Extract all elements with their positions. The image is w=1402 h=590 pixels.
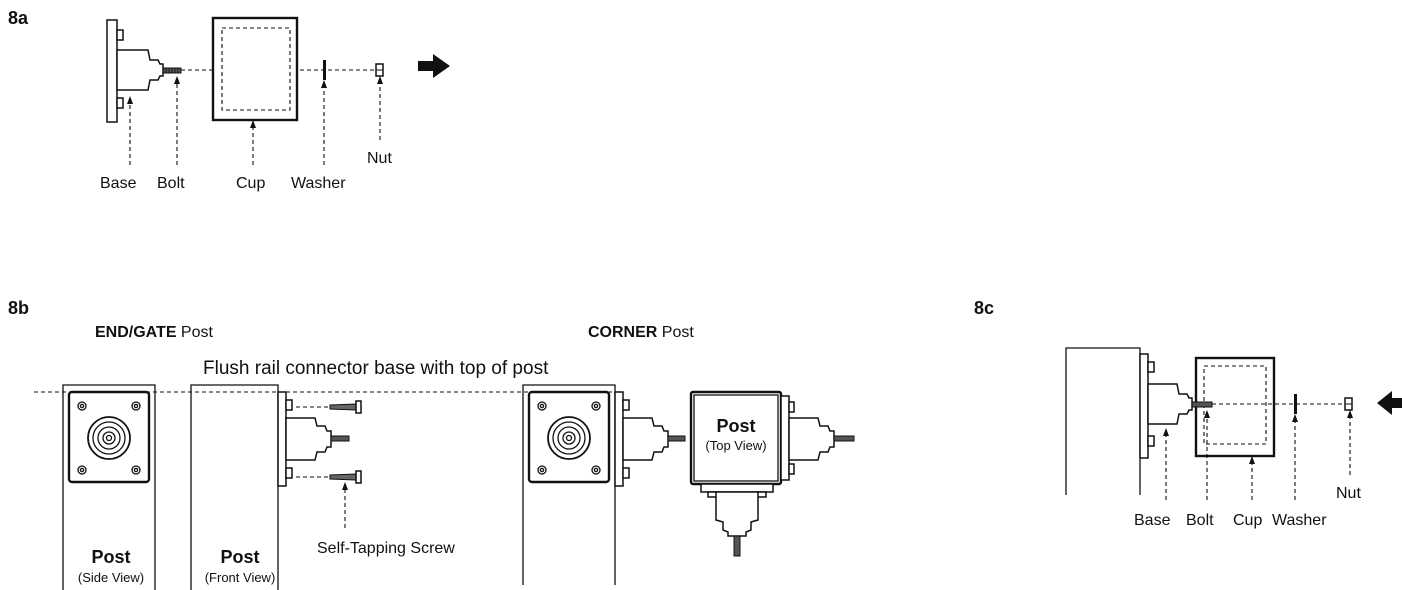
label-cup: Cup: [236, 175, 265, 192]
washer: [323, 60, 326, 80]
post-side-sub: (Side View): [78, 570, 144, 585]
figure-8c: 8c Base Bolt: [974, 298, 1402, 529]
cup: [211, 16, 299, 122]
label-base: Base: [1134, 512, 1171, 529]
label-nut: Nut: [367, 150, 392, 167]
corner-heading: CORNER Post: [588, 324, 694, 341]
bolt: [1191, 401, 1213, 408]
post-top-sub: (Top View): [705, 438, 766, 453]
corner-post-side-view: [522, 384, 686, 585]
nut: [1344, 397, 1353, 411]
label-nut: Nut: [1336, 485, 1361, 502]
screw-label: Self-Tapping Screw: [317, 540, 455, 557]
post-outline: [1065, 347, 1141, 495]
post-side-title: Post: [91, 547, 130, 567]
corner-post-top-view: [689, 390, 855, 557]
arrow-right-icon: [418, 54, 450, 78]
rail-connector-base: [1139, 353, 1193, 459]
nut: [375, 63, 384, 77]
label-base: Base: [100, 175, 137, 192]
figure-8c-tag: 8c: [974, 298, 994, 318]
label-bolt: Bolt: [1186, 512, 1214, 529]
label-bolt: Bolt: [157, 175, 185, 192]
washer: [1294, 394, 1297, 414]
end-gate-heading-rest: Post: [176, 324, 213, 341]
end-gate-heading: END/GATE Post: [95, 324, 214, 341]
post-front-view: [190, 384, 350, 590]
flush-note: Flush rail connector base with top of po…: [203, 358, 549, 379]
post-top-title: Post: [716, 416, 755, 436]
figure-8a: 8a: [8, 8, 450, 192]
corner-heading-rest: Post: [657, 324, 694, 341]
self-tapping-screw-bottom: [296, 470, 362, 484]
label-cup: Cup: [1233, 512, 1262, 529]
arrow-left-icon: [1377, 391, 1402, 415]
post-front-sub: (Front View): [205, 570, 276, 585]
rail-connector-base: [106, 19, 164, 123]
corner-heading-bold: CORNER: [588, 324, 658, 341]
post-side-view: [62, 384, 156, 590]
self-tapping-screw-top: [296, 400, 362, 414]
label-washer: Washer: [1272, 512, 1327, 529]
post-front-title: Post: [220, 547, 259, 567]
end-gate-heading-bold: END/GATE: [95, 324, 177, 341]
figure-8b-tag: 8b: [8, 298, 29, 318]
figure-8b: 8b END/GATE Post CORNER Post Flush rail …: [8, 298, 855, 590]
label-washer: Washer: [291, 175, 346, 192]
figure-8a-tag: 8a: [8, 8, 29, 28]
bolt: [162, 67, 182, 74]
